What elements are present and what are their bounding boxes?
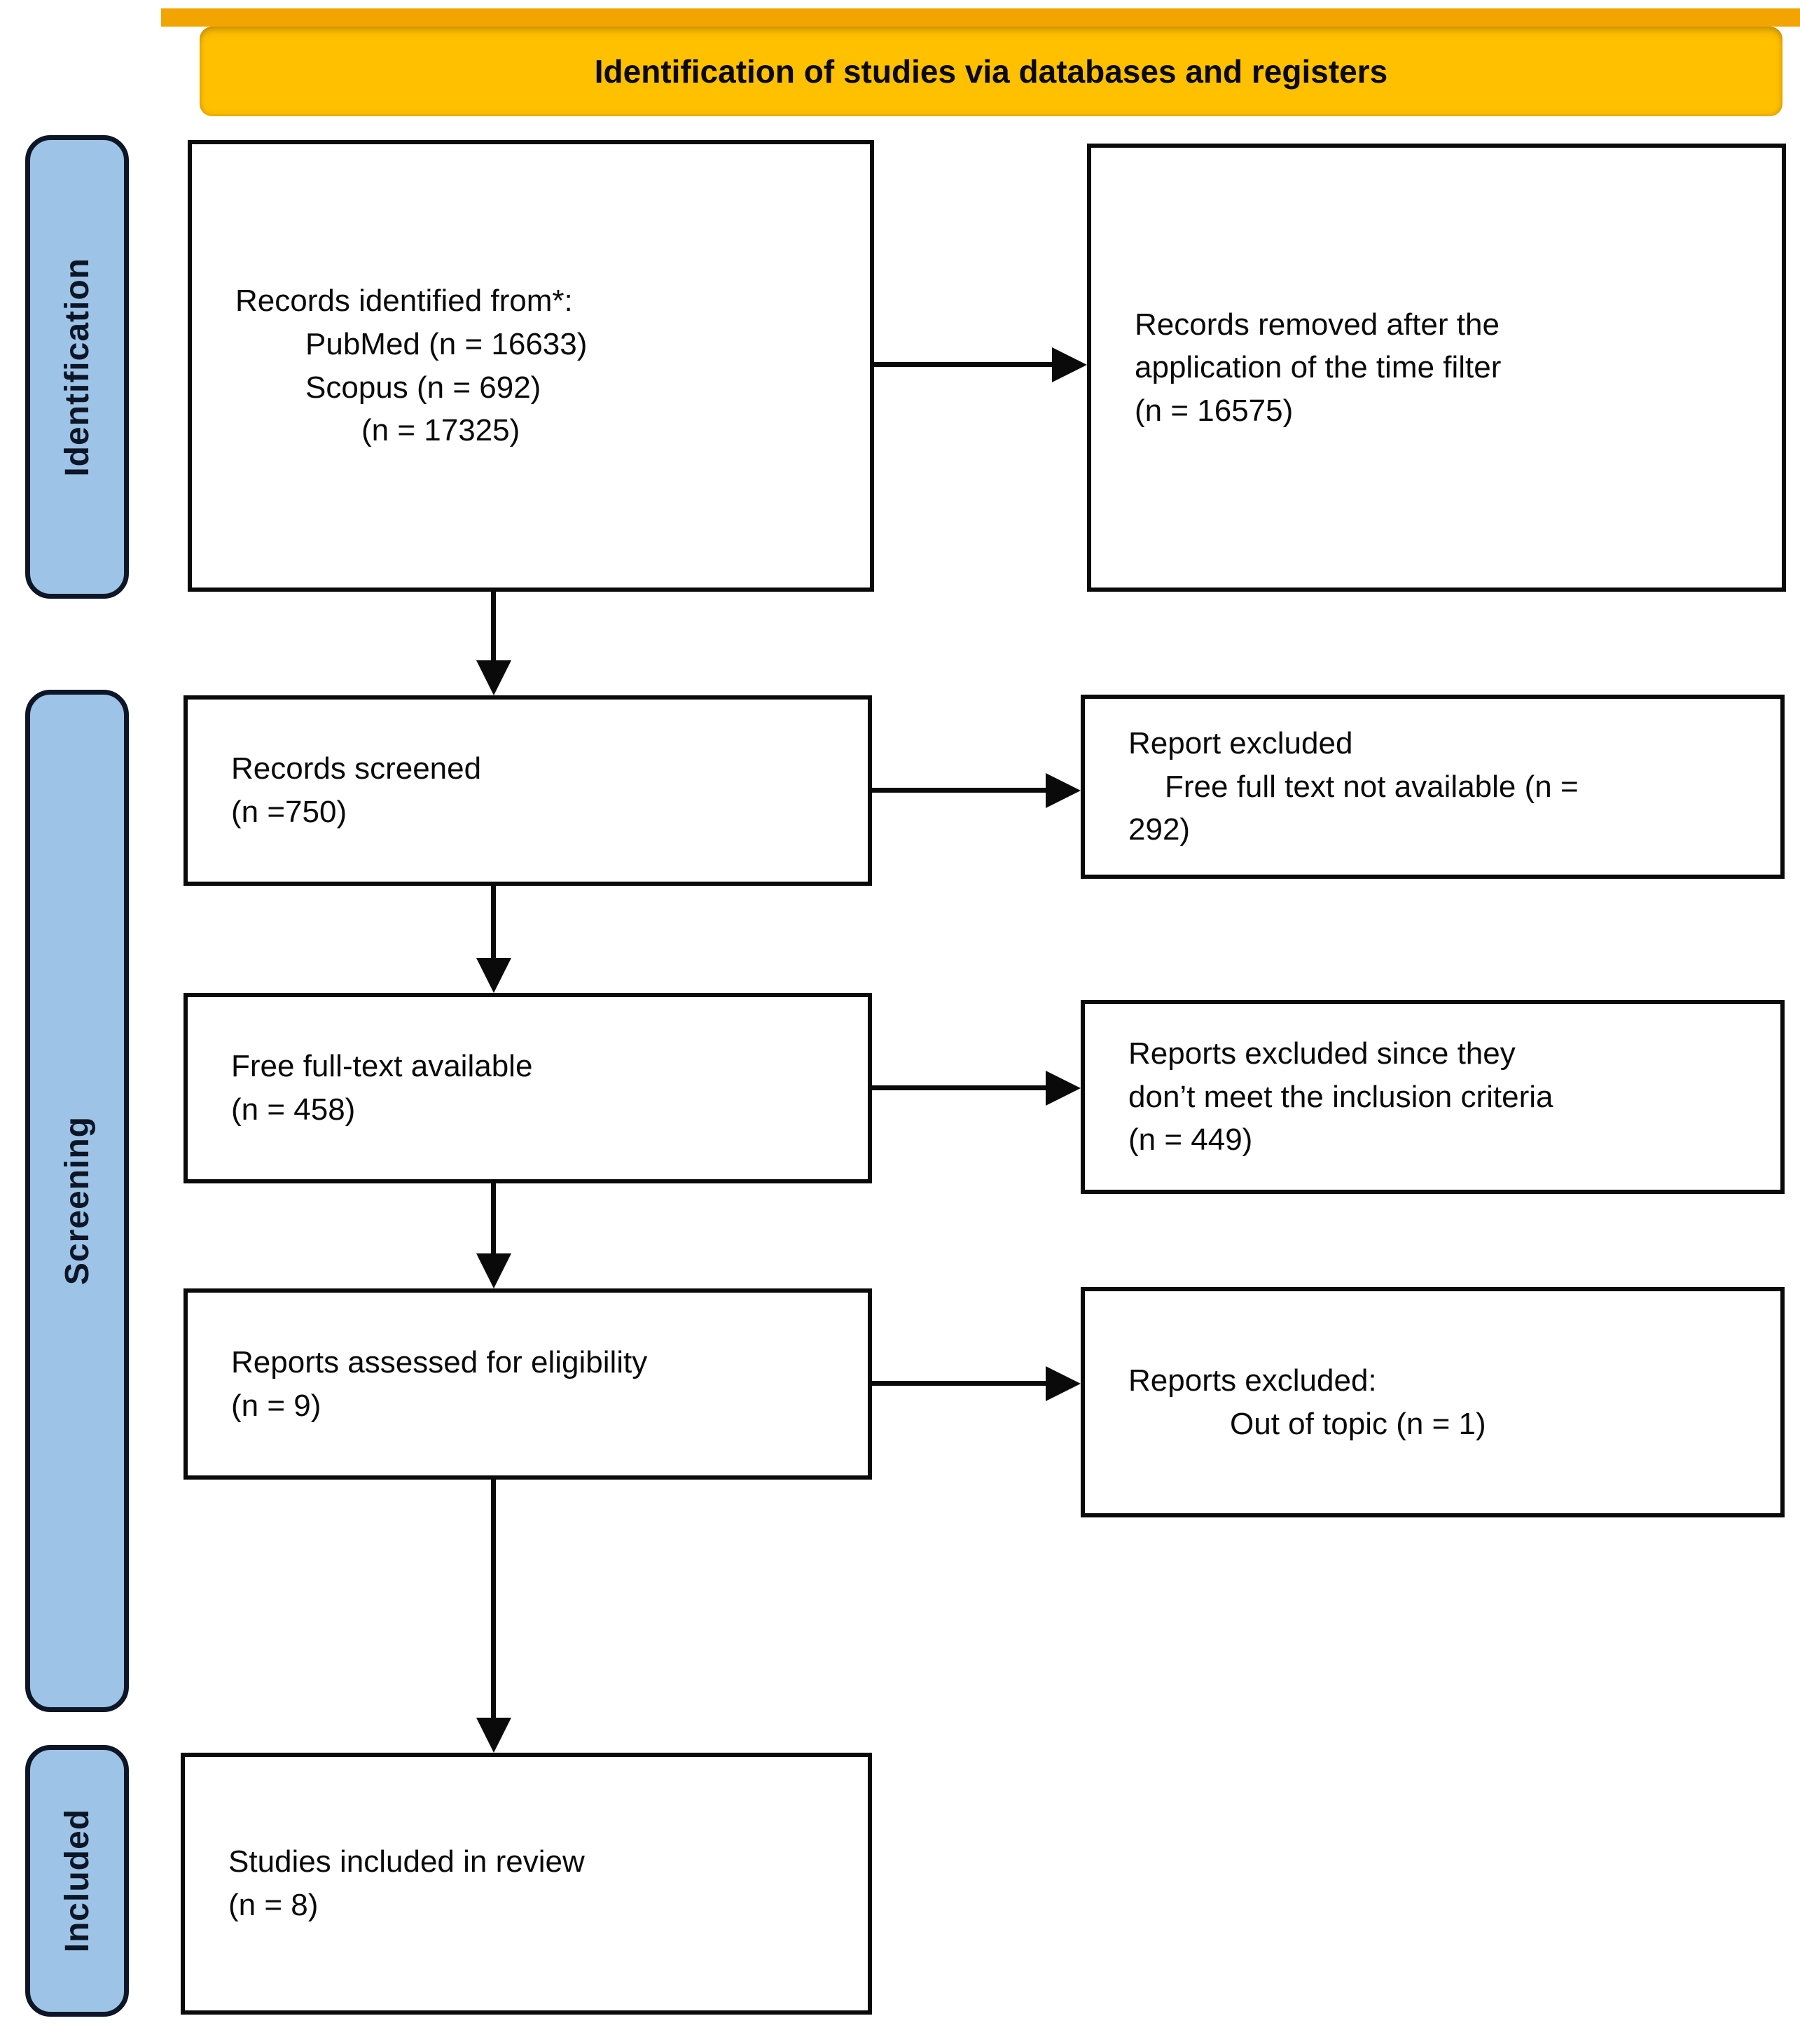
stage-bar-identification: Identification	[25, 135, 129, 599]
arrow-down-fulltext-to-assessed	[491, 1183, 496, 1253]
text-line: PubMed (n = 16633)	[305, 326, 588, 361]
text-line: (n = 8)	[228, 1888, 319, 1922]
arrow-down-assessed-to-included	[491, 1480, 496, 1718]
text-line: Records identified from*:	[235, 284, 573, 319]
box-reports-excluded-out-of-topic: Reports excluded: Out of topic (n = 1)	[1081, 1287, 1785, 1517]
text-line: (n = 458)	[231, 1092, 356, 1127]
arrow-right-assessed-to-excluded	[872, 1381, 1046, 1386]
arrow-right-identified-to-removed	[874, 362, 1052, 367]
text-line: (n =750)	[231, 795, 347, 829]
text-line: Records removed after the	[1135, 307, 1500, 342]
text-line: Reports excluded:	[1128, 1363, 1377, 1398]
text-line: Report excluded	[1128, 726, 1353, 761]
box-report-excluded-no-free-text: Report excluded Free full text not avail…	[1081, 695, 1785, 879]
text-line: Records screened	[231, 751, 482, 786]
text-line: Out of topic (n = 1)	[1230, 1406, 1486, 1441]
text-line: Studies included in review	[228, 1844, 585, 1879]
text-line: don’t meet the inclusion criteria	[1128, 1079, 1553, 1114]
stage-bar-included: Included	[25, 1745, 129, 2017]
text-line: (n = 449)	[1128, 1122, 1253, 1157]
text-line: (n = 17325)	[361, 413, 520, 448]
box-records-screened: Records screened (n =750)	[184, 695, 872, 886]
box-reports-excluded-inclusion-criteria: Reports excluded since they don’t meet t…	[1081, 1000, 1785, 1194]
text-line: Reports excluded since they	[1128, 1036, 1516, 1071]
arrow-right-screened-to-excluded	[872, 788, 1046, 793]
text-line: Free full text not available (n =	[1165, 769, 1579, 804]
stage-bar-screening: Screening	[25, 690, 129, 1712]
text-line: Scopus (n = 692)	[305, 370, 541, 405]
text-line: (n = 16575)	[1135, 393, 1294, 428]
arrow-right-fulltext-to-excluded	[872, 1085, 1046, 1090]
box-records-removed-time-filter: Records removed after the application of…	[1087, 144, 1786, 592]
text-line: 292)	[1128, 812, 1191, 847]
stage-label-identification: Identification	[58, 257, 96, 477]
arrow-down-screened-to-fulltext	[491, 886, 496, 958]
stage-label-screening: Screening	[58, 1116, 96, 1286]
diagram-title-banner: Identification of studies via databases …	[200, 27, 1782, 116]
text-line: (n = 9)	[231, 1388, 321, 1423]
text-line: Free full-text available	[231, 1049, 533, 1084]
text-line: application of the time filter	[1135, 350, 1502, 385]
box-reports-assessed-eligibility: Reports assessed for eligibility (n = 9)	[184, 1288, 872, 1480]
stage-label-included: Included	[58, 1809, 96, 1953]
header-accent-band	[161, 8, 1800, 27]
box-studies-included-in-review: Studies included in review (n = 8)	[181, 1753, 872, 2015]
arrow-down-identified-to-screened	[491, 592, 496, 660]
diagram-title: Identification of studies via databases …	[594, 53, 1388, 90]
box-free-full-text-available: Free full-text available (n = 458)	[184, 993, 872, 1183]
box-records-identified: Records identified from*: PubMed (n = 16…	[188, 140, 874, 592]
text-line: Reports assessed for eligibility	[231, 1344, 648, 1379]
